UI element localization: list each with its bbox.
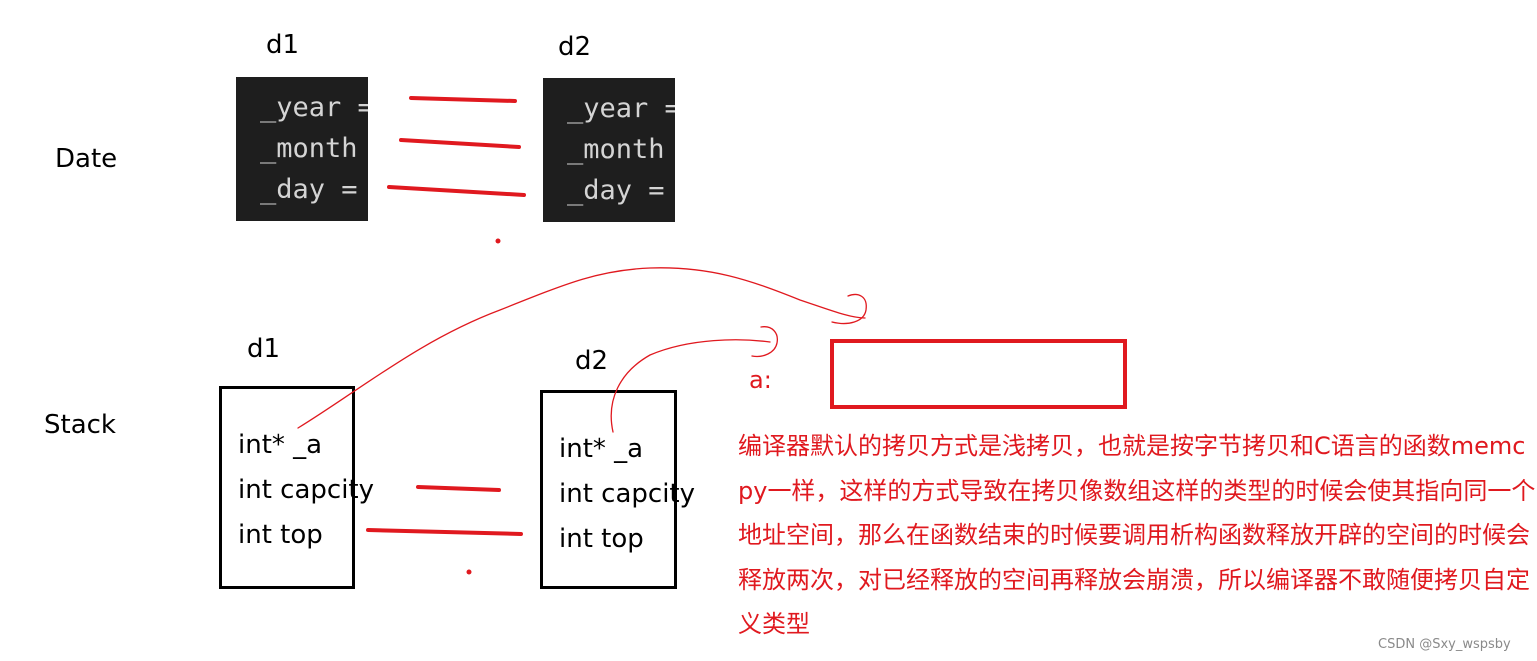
stack-capacity-copy-stroke xyxy=(416,485,501,492)
date-ellipsis-dot xyxy=(495,238,501,244)
d1-pointer-arrowhead xyxy=(831,293,867,325)
date-d1-day-field: _day = xyxy=(260,174,358,205)
date-d2-object: _year = _month _day = xyxy=(543,78,675,222)
stack-ellipsis-dot xyxy=(466,569,472,575)
date-d1-label: d1 xyxy=(266,30,300,60)
stack-d2-label: d2 xyxy=(575,346,609,376)
d2-pointer-arrowhead xyxy=(751,326,778,358)
stack-d2-object: int* _a int capcity int top xyxy=(540,390,695,589)
watermark: CSDN @Sxy_wspsby xyxy=(1378,637,1511,652)
shallow-copy-explanation: 编译器默认的拷贝方式是浅拷贝，也就是按字节拷贝和C语言的函数memcpy一样，这… xyxy=(738,432,1536,638)
date-month-copy-stroke xyxy=(399,138,521,149)
date-d1-year-field: _year = xyxy=(260,92,368,123)
heap-memory-block xyxy=(830,339,1127,409)
heap-pointer-label: a: xyxy=(749,366,772,394)
stack-d1-label: d1 xyxy=(247,334,281,364)
date-d2-month-field: _month xyxy=(567,134,665,165)
date-row-label: Date xyxy=(55,144,118,174)
date-d2-year-field: _year = xyxy=(567,93,675,124)
stack-d2-top: int top xyxy=(559,524,644,554)
stack-d1-top: int top xyxy=(238,520,323,550)
stack-d1-array-pointer: int* _a xyxy=(238,430,323,460)
stack-top-copy-stroke xyxy=(366,528,523,536)
date-year-copy-stroke xyxy=(409,96,517,103)
date-d2-label: d2 xyxy=(558,32,592,62)
stack-d2-capacity: int capcity xyxy=(559,479,695,509)
date-d1-month-field: _month xyxy=(260,133,358,164)
date-d1-object: _year = _month _day = xyxy=(236,77,368,221)
stack-d1-object: int* _a int capcity int top xyxy=(219,386,374,589)
date-d2-day-field: _day = xyxy=(567,175,665,206)
date-day-copy-stroke xyxy=(387,185,526,197)
stack-d2-array-pointer: int* _a xyxy=(559,434,644,464)
stack-row-label: Stack xyxy=(44,410,116,440)
stack-d1-capacity: int capcity xyxy=(238,475,374,505)
